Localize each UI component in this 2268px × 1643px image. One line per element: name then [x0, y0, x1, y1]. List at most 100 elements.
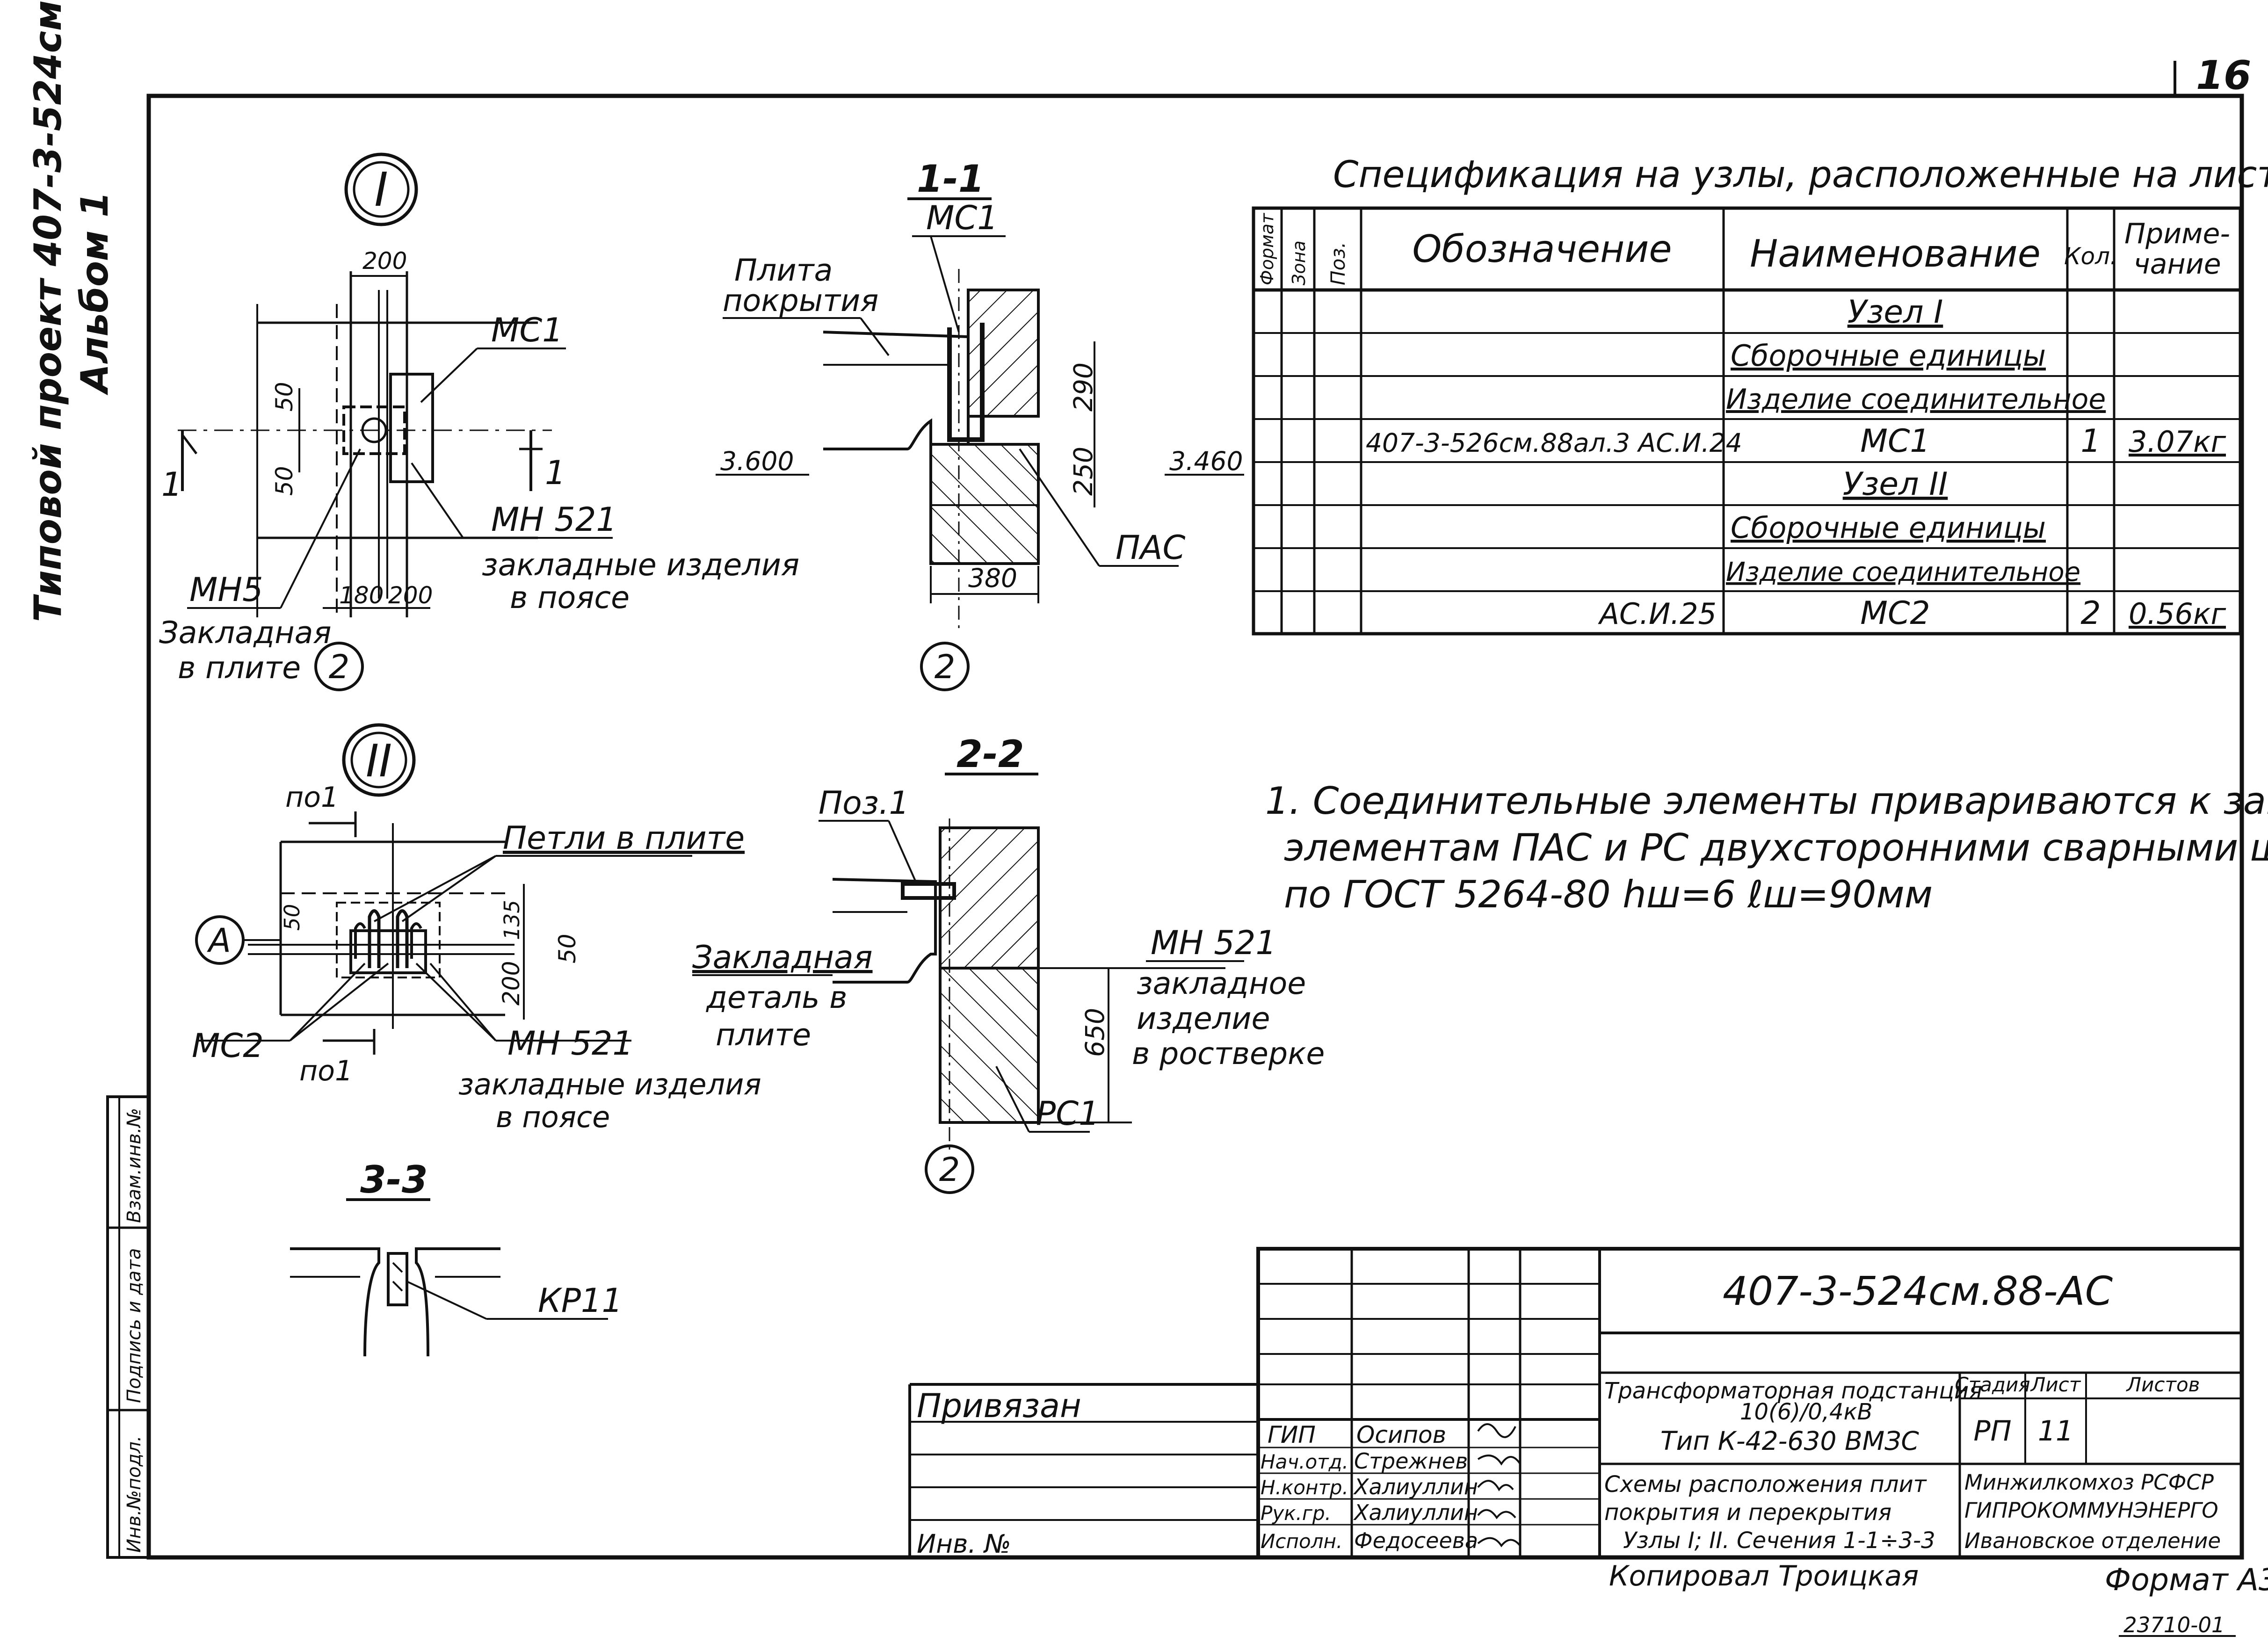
spec-col-pos: Поз. — [1326, 242, 1349, 285]
project-title-3: Тип К-42-630 ВМЗС — [1660, 1426, 1919, 1456]
detail-i-marker: I — [374, 162, 388, 217]
section-2-mh521-note-1: закладное — [1137, 966, 1306, 1001]
copy-note: Копировал Троицкая — [1609, 1560, 1919, 1592]
signature-5 — [1477, 1537, 1521, 1548]
detail-ii-dim-135: 135 — [500, 900, 524, 940]
side-stamp: Инв.№подл. Подпись и дата Взам.инв.№ — [106, 1095, 150, 1559]
spec-row-4-name: МС1 — [1860, 423, 1930, 460]
sheet-value: 11 — [2038, 1415, 2073, 1448]
section-2-mh521-note-2: изделие — [1137, 1001, 1270, 1036]
detail-ii-dim-50a: 50 — [280, 904, 304, 931]
detail-ii-marker: II — [366, 736, 392, 787]
stamp-signature-date: Подпись и дата — [123, 1248, 145, 1403]
section-2-axis: 2 — [939, 1151, 960, 1189]
spec-col-zone: Зона — [1289, 240, 1309, 285]
section-3-label-kp11: КР11 — [538, 1281, 623, 1320]
spec-col-note-1: Приме- — [2124, 217, 2230, 250]
title-inv-no: Инв. № — [917, 1529, 1011, 1559]
title-name-5: Федосеева — [1354, 1528, 1478, 1553]
detail-i-mh5-note-2: в плите — [178, 651, 301, 686]
spec-row-8-name: МС2 — [1860, 595, 1930, 632]
spec-col-designation: Обозначение — [1412, 227, 1672, 271]
spec-row-8-designation: АС.И.25 — [1598, 597, 1717, 631]
section-1-level-right: 3.460 — [1169, 446, 1243, 476]
section-2-title: 2-2 — [956, 732, 1024, 776]
detail-ii-po1-top: по1 — [285, 781, 339, 814]
section-1-slab-1: Плита — [734, 253, 833, 288]
detail-i-dim-top: 200 — [362, 247, 407, 275]
spec-row-5-name: Узел II — [1843, 466, 1948, 503]
title-role-2: Нач.отд. — [1261, 1450, 1348, 1473]
section-2-2: 2-2 Поз.1 Закладная деталь в плите 650 М… — [692, 732, 1325, 1194]
project-title-1: Трансформаторная подстанция — [1604, 1378, 1982, 1404]
sheet-number: 16 — [2196, 52, 2251, 99]
detail-i-mh5-note-1: Закладная — [159, 615, 332, 651]
spec-row-8-qty: 2 — [2080, 595, 2101, 632]
detail-i-mh521-note-1: закладные изделия — [482, 548, 799, 583]
spec-row: Узел I — [1848, 294, 1943, 331]
title-attached: Привязан — [917, 1387, 1081, 1425]
section-1-dim-width: 380 — [968, 563, 1017, 593]
side-album: Альбом 1 — [73, 191, 116, 396]
spec-row-7-name: Изделие соединительное — [1726, 557, 2080, 587]
detail-ii: II по1 Петли в плите А 50 135 200 50 — [192, 723, 761, 1134]
spec-row-8-note: 0.56кг — [2129, 597, 2226, 631]
spec-title: Спецификация на узлы, расположенные на л… — [1333, 154, 2268, 196]
spec-row-2-name: Сборочные единицы — [1731, 339, 2046, 373]
detail-ii-label-mc2: МС2 — [192, 1027, 264, 1065]
section-2-plate-2: деталь в — [706, 980, 847, 1015]
spec-row-6-name: Сборочные единицы — [1731, 511, 2046, 545]
drawing-title-1: Схемы расположения плит — [1604, 1471, 1927, 1498]
detail-i-label-mh521: МН 521 — [491, 500, 617, 539]
detail-i: I 200 50 50 180 200 1 1 МС1 — [159, 152, 799, 691]
spec-table: Спецификация на узлы, расположенные на л… — [1252, 154, 2268, 636]
detail-i-label-mc1: МС1 — [491, 311, 563, 349]
stage-header: Стадия — [1955, 1373, 2030, 1396]
title-name-2: Стрежнев — [1354, 1448, 1468, 1474]
section-1-dim-lower: 250 — [1068, 447, 1098, 496]
detail-i-axis: 2 — [329, 648, 350, 686]
section-1-title: 1-1 — [917, 157, 985, 201]
sheet-header: Лист — [2030, 1373, 2081, 1396]
archive-number: 23710-01 — [2123, 1613, 2225, 1637]
title-name-3: Халиуллин — [1353, 1474, 1478, 1499]
spec-row: Сборочные единицы — [1731, 339, 2046, 373]
title-name-4: Халиуллин — [1353, 1500, 1478, 1525]
sheet-frame — [146, 61, 2244, 1560]
spec-row-4-note: 3.07кг — [2129, 425, 2226, 459]
note-line-2: элементам ПАС и РС двухсторонними сварны… — [1284, 826, 2268, 869]
detail-i-label-mh5: МН5 — [189, 571, 263, 609]
signature-4 — [1477, 1509, 1516, 1520]
spec-row: Изделие соединительное — [1726, 383, 2106, 416]
title-role-4: Рук.гр. — [1261, 1502, 1331, 1525]
signature-2 — [1477, 1455, 1521, 1466]
spec-col-note-2: чание — [2133, 248, 2221, 281]
stage-value: РП — [1973, 1415, 2011, 1448]
drawing-title-2: покрытия и перекрытия — [1604, 1499, 1891, 1526]
section-3-title: 3-3 — [360, 1158, 428, 1201]
section-1-dim-upper: 290 — [1068, 362, 1098, 412]
signature-1 — [1477, 1423, 1516, 1438]
title-name-1: Осипов — [1356, 1421, 1446, 1448]
organization-1: Минжилкомхоз РСФСР — [1964, 1470, 2214, 1495]
section-1-axis: 2 — [935, 648, 956, 686]
detail-i-dim-vert: 50 — [271, 382, 298, 412]
section-2-plate-1: Закладная — [692, 939, 873, 976]
section-1-label-mc1: МС1 — [926, 199, 998, 237]
detail-ii-mh521-note-1: закладные изделия — [458, 1067, 761, 1101]
stamp-inv-replace: Взам.инв.№ — [123, 1108, 145, 1223]
detail-ii-label-loops: Петли в плите — [503, 820, 745, 857]
section-1-1: 1-1 МС1 Плита покрытия 3.600 3.460 290 2… — [716, 157, 1244, 691]
detail-ii-po1-bottom: по1 — [299, 1055, 353, 1087]
detail-i-dim-bottom-right: 200 — [388, 582, 433, 609]
spec-col-name: Наименование — [1750, 232, 2041, 275]
detail-ii-dim-50b: 50 — [554, 934, 581, 963]
title-role-3: Н.контр. — [1261, 1476, 1348, 1499]
section-1-slab-2: покрытия — [723, 283, 878, 318]
detail-i-dim-bottom-left: 180 — [339, 582, 384, 609]
section-2-dim-650: 650 — [1080, 1008, 1110, 1057]
title-block: 407-3-524см.88-АС Привязан Инв. № ГИП Ос… — [908, 1247, 2244, 1559]
detail-ii-dim-200: 200 — [498, 961, 525, 1006]
spec-row: АС.И.25 МС2 2 0.56кг — [1598, 595, 2226, 632]
